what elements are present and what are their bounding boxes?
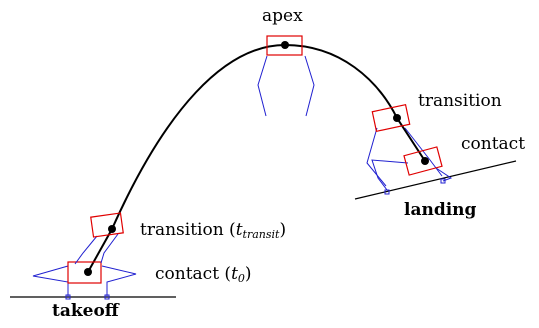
takeoff-leg-left bbox=[32, 265, 69, 297]
landing-ground-line bbox=[354, 160, 517, 200]
apex-label: apex bbox=[262, 6, 303, 26]
takeoff-leg-right bbox=[101, 265, 137, 297]
takeoff-transition-pose bbox=[74, 212, 124, 265]
landing-foot-left bbox=[384, 189, 390, 195]
takeoff-transition-label-text: transition ( bbox=[140, 220, 236, 240]
takeoff-transition-body bbox=[90, 212, 124, 238]
trajectory-curve bbox=[87, 43, 426, 273]
apex-leg-right bbox=[304, 55, 315, 117]
landing-contact-pose bbox=[371, 146, 453, 195]
landing-contact-leg-right bbox=[435, 167, 453, 182]
landing-transition-leg-right bbox=[404, 127, 443, 177]
landing-foot-right bbox=[440, 178, 446, 184]
takeoff-contact-label-var: t bbox=[231, 264, 238, 284]
apex-leg-left bbox=[257, 55, 268, 117]
takeoff-contact-label-sub: 0 bbox=[237, 272, 245, 285]
apex-pose bbox=[257, 35, 315, 117]
apex-body bbox=[266, 35, 303, 56]
takeoff-transition-com-point bbox=[108, 225, 116, 233]
takeoff-label: takeoff bbox=[52, 301, 119, 321]
landing-transition-body bbox=[371, 103, 411, 133]
takeoff-transition-label: transition (ttransit) bbox=[140, 220, 287, 241]
landing-label: landing bbox=[404, 200, 477, 220]
landing-contact-leg-left bbox=[371, 159, 409, 191]
takeoff-contact-label-text: contact ( bbox=[155, 264, 232, 284]
takeoff-foot-right bbox=[104, 294, 110, 300]
landing-contact-body bbox=[403, 146, 443, 176]
takeoff-contact-label: contact (t0) bbox=[155, 264, 252, 285]
landing-transition-pose bbox=[366, 103, 443, 187]
takeoff-transition-label-var: t bbox=[235, 220, 243, 240]
takeoff-transition-leg-left bbox=[74, 235, 98, 265]
takeoff-transition-label-close: ) bbox=[279, 220, 287, 240]
takeoff-contact-label-close: ) bbox=[244, 264, 252, 284]
takeoff-pose bbox=[32, 261, 137, 300]
takeoff-transition-leg-right bbox=[100, 233, 119, 264]
landing-contact-com-point bbox=[421, 157, 429, 165]
apex-com-point bbox=[281, 41, 289, 49]
takeoff-com-point bbox=[84, 268, 92, 276]
landing-transition-label: transition bbox=[418, 91, 502, 111]
landing-transition-leg-left bbox=[366, 127, 387, 187]
landing-contact-label: contact bbox=[461, 134, 526, 154]
landing-transition-com-point bbox=[393, 114, 401, 122]
takeoff-transition-label-sub: transit bbox=[242, 228, 280, 241]
takeoff-body bbox=[67, 261, 102, 284]
takeoff-foot-left bbox=[65, 294, 71, 300]
